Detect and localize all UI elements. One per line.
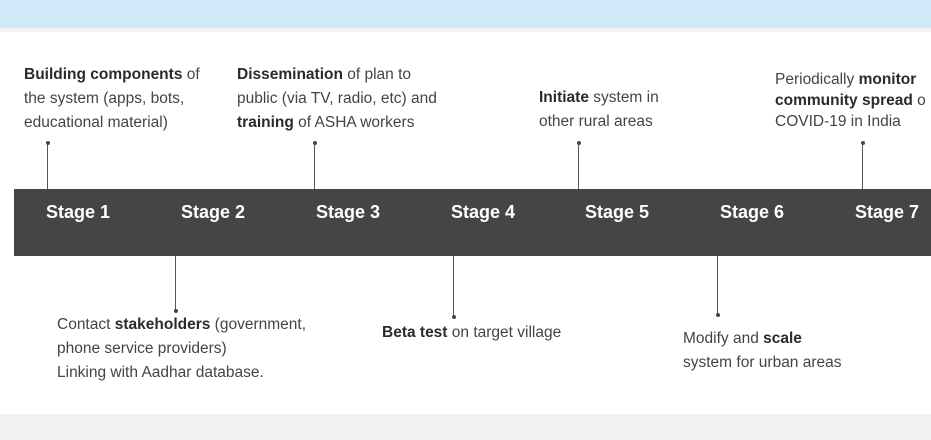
stage-1-note-line-3: educational material) (24, 114, 168, 131)
bottom-strip (0, 414, 931, 440)
connector-line-stage-7 (862, 143, 863, 189)
stage-6-note-line-2: system for urban areas (683, 354, 842, 371)
stage-3-note-line-2: public (via TV, radio, etc) and (237, 90, 437, 107)
stage-2-note-text-2: (government, (210, 316, 307, 333)
stage-6-note: Modify and scale system for urban areas (683, 327, 842, 375)
stage-5-note-bold: Initiate (539, 89, 589, 106)
stage-7-note-bold: monitor (858, 71, 917, 88)
stage-5-note-text: system in (588, 89, 659, 106)
stage-7-note-bold-2: community spread (775, 92, 913, 109)
stage-3-note-bold-2: training (237, 114, 294, 131)
stage-4-note-bold: Beta test (382, 324, 448, 341)
stage-7-note-text-2: o (912, 92, 926, 109)
connector-line-stage-5 (578, 143, 579, 189)
stage-7-note-text: Periodically (775, 71, 859, 88)
stage-3-note-text-3: of ASHA workers (293, 114, 415, 131)
connector-line-stage-3 (314, 143, 315, 189)
stage-1-note-line-2: the system (apps, bots, (24, 90, 185, 107)
stage-2-note-bold: stakeholders (114, 316, 211, 333)
stage-6-note-text: Modify and (683, 330, 764, 347)
top-banner (0, 0, 931, 28)
connector-dot-stage-1 (46, 141, 50, 145)
stage-2-label: Stage 2 (181, 202, 246, 222)
stage-3-note: Dissemination of plan to public (via TV,… (237, 63, 437, 135)
timeline-bar: Stage 1 Stage 2 Stage 3 Stage 4 Stage 5 … (14, 189, 931, 256)
connector-dot-stage-2 (174, 309, 178, 313)
stage-5-label: Stage 5 (585, 202, 650, 222)
stage-7-note-line-3: COVID-19 in India (775, 113, 901, 130)
connector-dot-stage-6 (716, 313, 720, 317)
stage-3-label: Stage 3 (316, 202, 381, 222)
stage-4-label: Stage 4 (451, 202, 516, 222)
connector-dot-stage-5 (577, 141, 581, 145)
connector-line-stage-4 (453, 256, 454, 316)
connector-dot-stage-3 (313, 141, 317, 145)
stage-7-note: Periodically monitor community spread o … (775, 69, 926, 132)
stage-4-note: Beta test on target village (382, 321, 561, 345)
stage-6-note-bold: scale (763, 330, 802, 347)
stage-1-note-text: of (182, 66, 200, 83)
stage-2-note: Contact stakeholders (government, phone … (57, 313, 306, 385)
stage-3-note-bold: Dissemination (237, 66, 343, 83)
stage-6-label: Stage 6 (720, 202, 785, 222)
stage-3-note-text: of plan to (342, 66, 412, 83)
stage-5-note-line-2: other rural areas (539, 113, 653, 130)
connector-dot-stage-4 (452, 315, 456, 319)
stage-2-note-text: Contact (57, 316, 115, 333)
stage-1-note-bold: Building components (24, 66, 183, 83)
stage-4-note-text: on target village (447, 324, 562, 341)
connector-line-stage-2 (175, 256, 176, 310)
connector-line-stage-6 (717, 256, 718, 314)
stage-5-note: Initiate system in other rural areas (539, 86, 659, 134)
stage-2-note-line-3: Linking with Aadhar database. (57, 364, 264, 381)
stage-1-label: Stage 1 (46, 202, 111, 222)
stage-1-note: Building components of the system (apps,… (24, 63, 200, 135)
connector-dot-stage-7 (861, 141, 865, 145)
stage-7-label: Stage 7 (855, 202, 920, 222)
connector-line-stage-1 (47, 143, 48, 189)
stage-2-note-line-2: phone service providers) (57, 340, 227, 357)
